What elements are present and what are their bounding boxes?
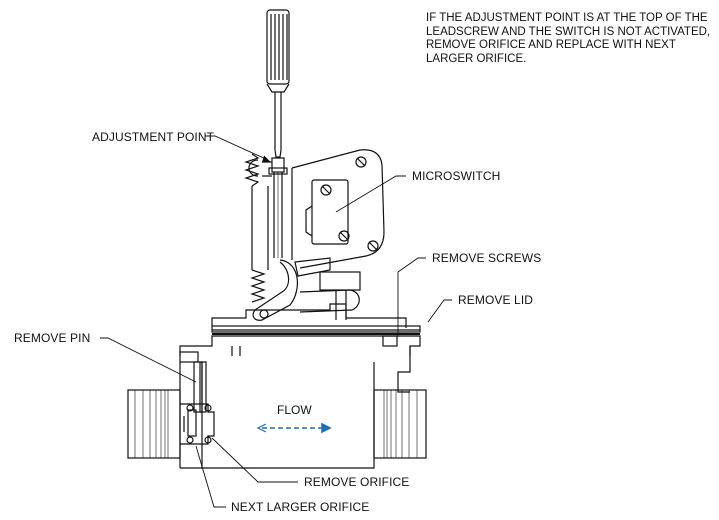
label-remove-orifice: REMOVE ORIFICE [304, 475, 410, 489]
adjustment-springs [244, 153, 272, 303]
label-next-larger-orifice: NEXT LARGER ORIFICE [231, 500, 370, 514]
pin-and-orifice [180, 361, 215, 445]
housing-lid [211, 303, 421, 347]
leader-lines [100, 135, 452, 508]
label-microswitch: MICROSWITCH [412, 169, 501, 183]
right-pipe [373, 389, 427, 459]
microswitch [305, 179, 350, 245]
label-remove-pin: REMOVE PIN [14, 331, 91, 345]
label-flow: FLOW [277, 403, 312, 417]
label-adjustment-point: ADJUSTMENT POINT [92, 130, 215, 144]
adjustment-instruction-note: IF THE ADJUSTMENT POINT IS AT THE TOP OF… [426, 12, 711, 65]
leadscrew [268, 157, 288, 258]
label-remove-lid: REMOVE LID [458, 293, 534, 307]
left-pipe [127, 389, 181, 459]
label-remove-screws: REMOVE SCREWS [432, 251, 542, 265]
flow-arrow [256, 422, 332, 434]
microswitch-bracket [291, 149, 385, 269]
screwdriver [266, 9, 290, 158]
